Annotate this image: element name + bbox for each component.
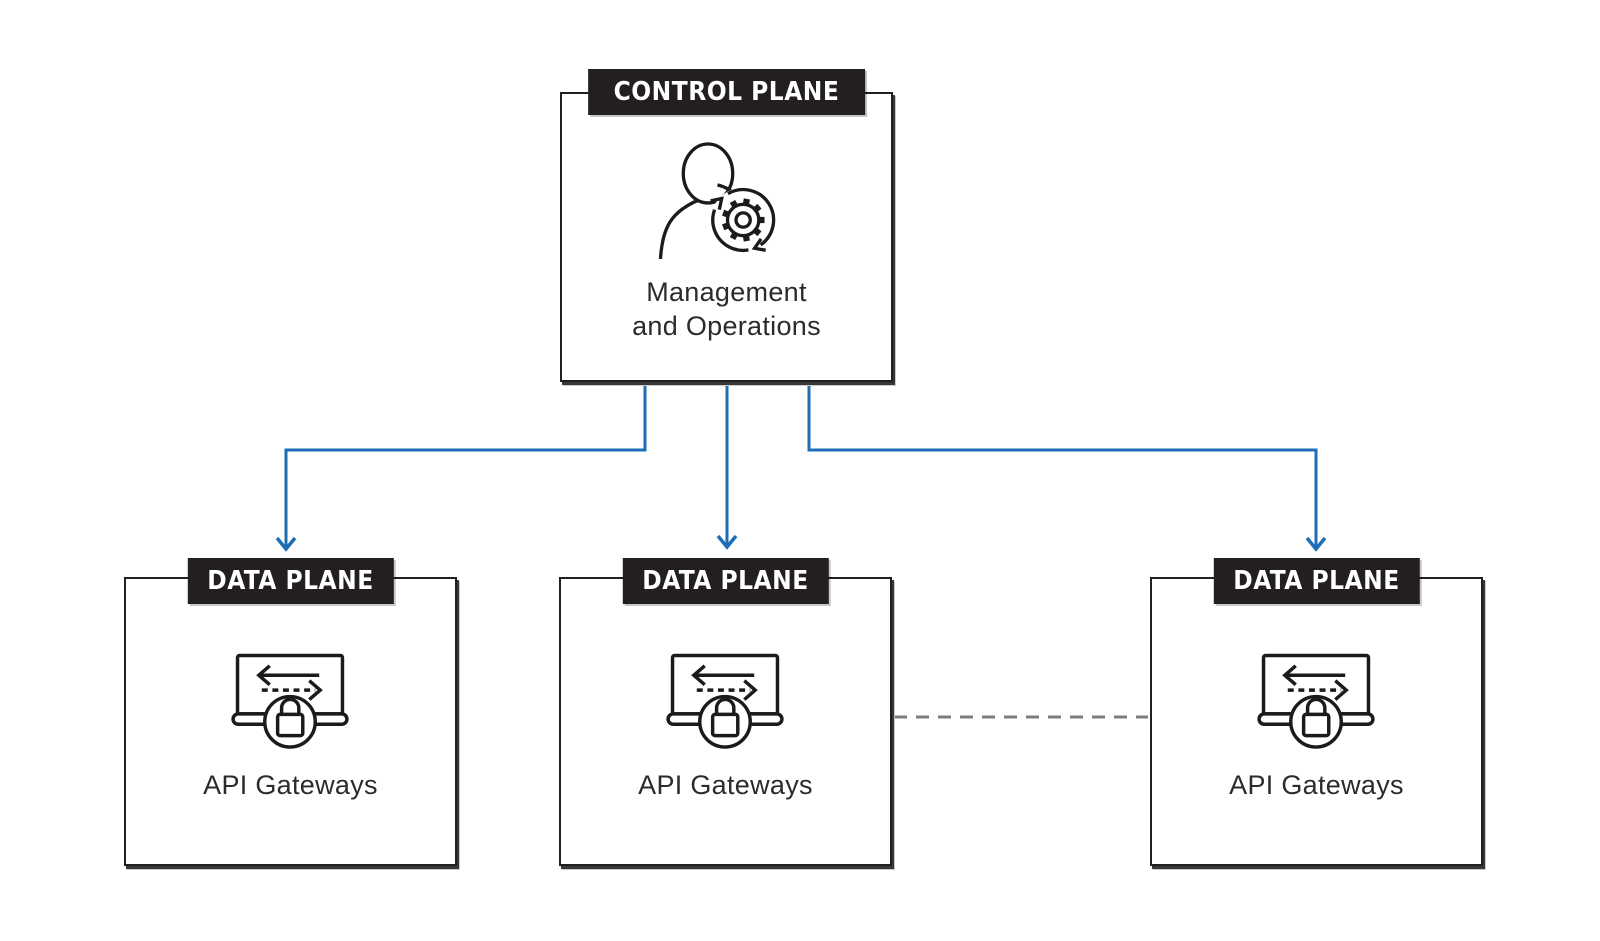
connector-arrow-left	[275, 381, 647, 552]
dashed-right-arrow-icon	[1287, 679, 1349, 701]
monitor-icon	[231, 653, 349, 727]
connector-arrow-right	[807, 381, 1327, 552]
api-gateway-icon	[666, 653, 784, 749]
data-plane-label: API Gateways	[1229, 768, 1404, 802]
control-plane-label: Management and Operations	[632, 275, 821, 343]
data-plane-label: API Gateways	[638, 768, 813, 802]
data-plane-badge: DATA PLANE	[1213, 558, 1420, 604]
arrowhead-down-icon	[1305, 536, 1327, 552]
cycle-arrows-icon	[709, 187, 775, 253]
arrowhead-down-icon	[275, 536, 297, 552]
left-arrow-icon	[256, 664, 320, 686]
arrowhead-down-icon	[716, 534, 738, 550]
connector-arrow-middle	[716, 381, 738, 550]
api-gateway-icon	[1257, 653, 1375, 749]
data-plane-box-2: DATA PLANE API Gateways	[559, 558, 892, 866]
data-plane-box-1: DATA PLANE API Gateways	[124, 558, 457, 866]
api-gateway-icon	[231, 653, 349, 749]
data-plane-label-text: API Gateways	[638, 770, 813, 800]
data-plane-badge: DATA PLANE	[622, 558, 829, 604]
control-plane-box: CONTROL PLANE	[560, 69, 893, 382]
padlock-icon	[263, 694, 317, 749]
padlock-icon	[698, 694, 752, 749]
data-plane-label-text: API Gateways	[1229, 770, 1404, 800]
dashed-right-arrow-icon	[696, 679, 758, 701]
control-plane-label-line2: and Operations	[632, 311, 821, 341]
data-plane-label: API Gateways	[203, 768, 378, 802]
data-plane-badge: DATA PLANE	[187, 558, 394, 604]
data-plane-box-3: DATA PLANE API Gateways	[1150, 558, 1483, 866]
padlock-icon	[1289, 694, 1343, 749]
dashed-right-arrow-icon	[261, 679, 323, 701]
gear-icon	[721, 198, 765, 242]
control-plane-badge: CONTROL PLANE	[587, 69, 866, 115]
control-plane-label-line1: Management	[646, 277, 807, 307]
management-operations-icon	[658, 142, 775, 260]
left-arrow-icon	[1282, 664, 1346, 686]
data-plane-label-text: API Gateways	[203, 770, 378, 800]
left-arrow-icon	[691, 664, 755, 686]
